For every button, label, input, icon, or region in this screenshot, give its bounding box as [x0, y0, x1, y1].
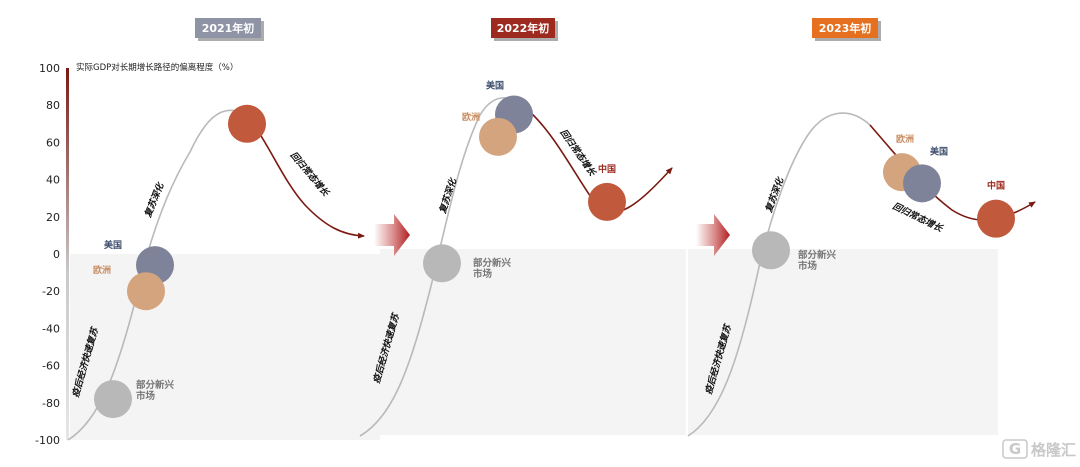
- point-2-部分新兴市场: [423, 244, 461, 283]
- panel-header-3: 2023年初: [812, 18, 881, 41]
- point-3-中国: [977, 199, 1015, 238]
- svg-text:G: G: [1009, 440, 1021, 458]
- y-tick-label: -40: [42, 322, 60, 335]
- point-label-2-欧洲: 欧洲: [462, 111, 480, 123]
- svg-text:市场: 市场: [473, 268, 493, 280]
- svg-text:市场: 市场: [798, 260, 818, 272]
- svg-text:部分新兴: 部分新兴: [798, 249, 837, 261]
- svg-text:2021年初: 2021年初: [202, 21, 255, 35]
- point-1-欧洲: [127, 272, 165, 311]
- y-tick-label: -20: [42, 285, 60, 298]
- watermark-text: 格隆汇: [1031, 441, 1076, 459]
- point-label-3-美国: 美国: [930, 145, 948, 157]
- y-axis-bar: [66, 68, 69, 440]
- point-3-美国: [903, 164, 941, 203]
- svg-text:市场: 市场: [136, 390, 156, 402]
- y-tick-label: -80: [42, 397, 60, 410]
- annotation-deepening-3: 复苏深化: [763, 175, 787, 215]
- transition-arrow-1: [374, 214, 410, 256]
- panel-header-1: 2021年初: [195, 18, 264, 41]
- y-tick-label: 80: [46, 99, 60, 112]
- svg-text:部分新兴: 部分新兴: [136, 379, 175, 391]
- point-label-2-美国: 美国: [486, 80, 504, 92]
- y-tick-label: 60: [46, 136, 60, 149]
- point-label-3-欧洲: 欧洲: [896, 133, 914, 145]
- point-1-部分新兴市场: [94, 380, 132, 419]
- shade-panel-3: [688, 249, 998, 435]
- svg-text:部分新兴: 部分新兴: [473, 257, 512, 269]
- y-tick-label: 0: [53, 248, 60, 261]
- panel-header-2: 2022年初: [491, 18, 558, 41]
- point-3-部分新兴市场: [752, 231, 790, 270]
- transition-arrow-2: [696, 214, 730, 256]
- y-tick-label: -60: [42, 360, 60, 373]
- annotation-deepening-2: 复苏深化: [437, 175, 460, 215]
- recovery-curve-3: [687, 112, 871, 437]
- market-label-1: 部分新兴 市场: [136, 379, 175, 402]
- shade-panel-2: [380, 249, 686, 435]
- point-label-2-中国: 中国: [598, 163, 616, 175]
- annotation-deepening-1: 复苏深化: [142, 180, 167, 220]
- watermark-logo: G 格隆汇: [1002, 439, 1076, 459]
- y-axis-ticks: 100 80 60 40 20 0 -20 -40 -60 -80 -100: [35, 62, 60, 447]
- data-points: 中国美国欧洲美国欧洲中国欧洲美国中国: [93, 80, 1015, 419]
- market-label-2: 部分新兴 市场: [473, 257, 512, 280]
- point-label-1-欧洲: 欧洲: [93, 264, 111, 276]
- recovery-curve-2: [359, 97, 531, 437]
- market-label-3: 部分新兴 市场: [798, 249, 837, 272]
- annotation-normal-growth-3: 回归常态增长: [891, 201, 945, 235]
- point-2-欧洲: [479, 117, 517, 156]
- y-tick-label: 100: [39, 62, 60, 75]
- y-tick-label: 40: [46, 174, 60, 187]
- point-2-中国: [588, 182, 626, 221]
- svg-text:2022年初: 2022年初: [497, 21, 550, 35]
- point-1-中国: [228, 104, 266, 143]
- y-tick-label: -100: [35, 434, 60, 447]
- svg-text:2023年初: 2023年初: [819, 21, 872, 35]
- y-axis-label: 实际GDP对长期增长路径的偏离程度（%）: [76, 62, 238, 73]
- point-label-1-美国: 美国: [104, 239, 122, 251]
- point-label-3-中国: 中国: [987, 180, 1005, 192]
- y-tick-label: 20: [46, 211, 60, 224]
